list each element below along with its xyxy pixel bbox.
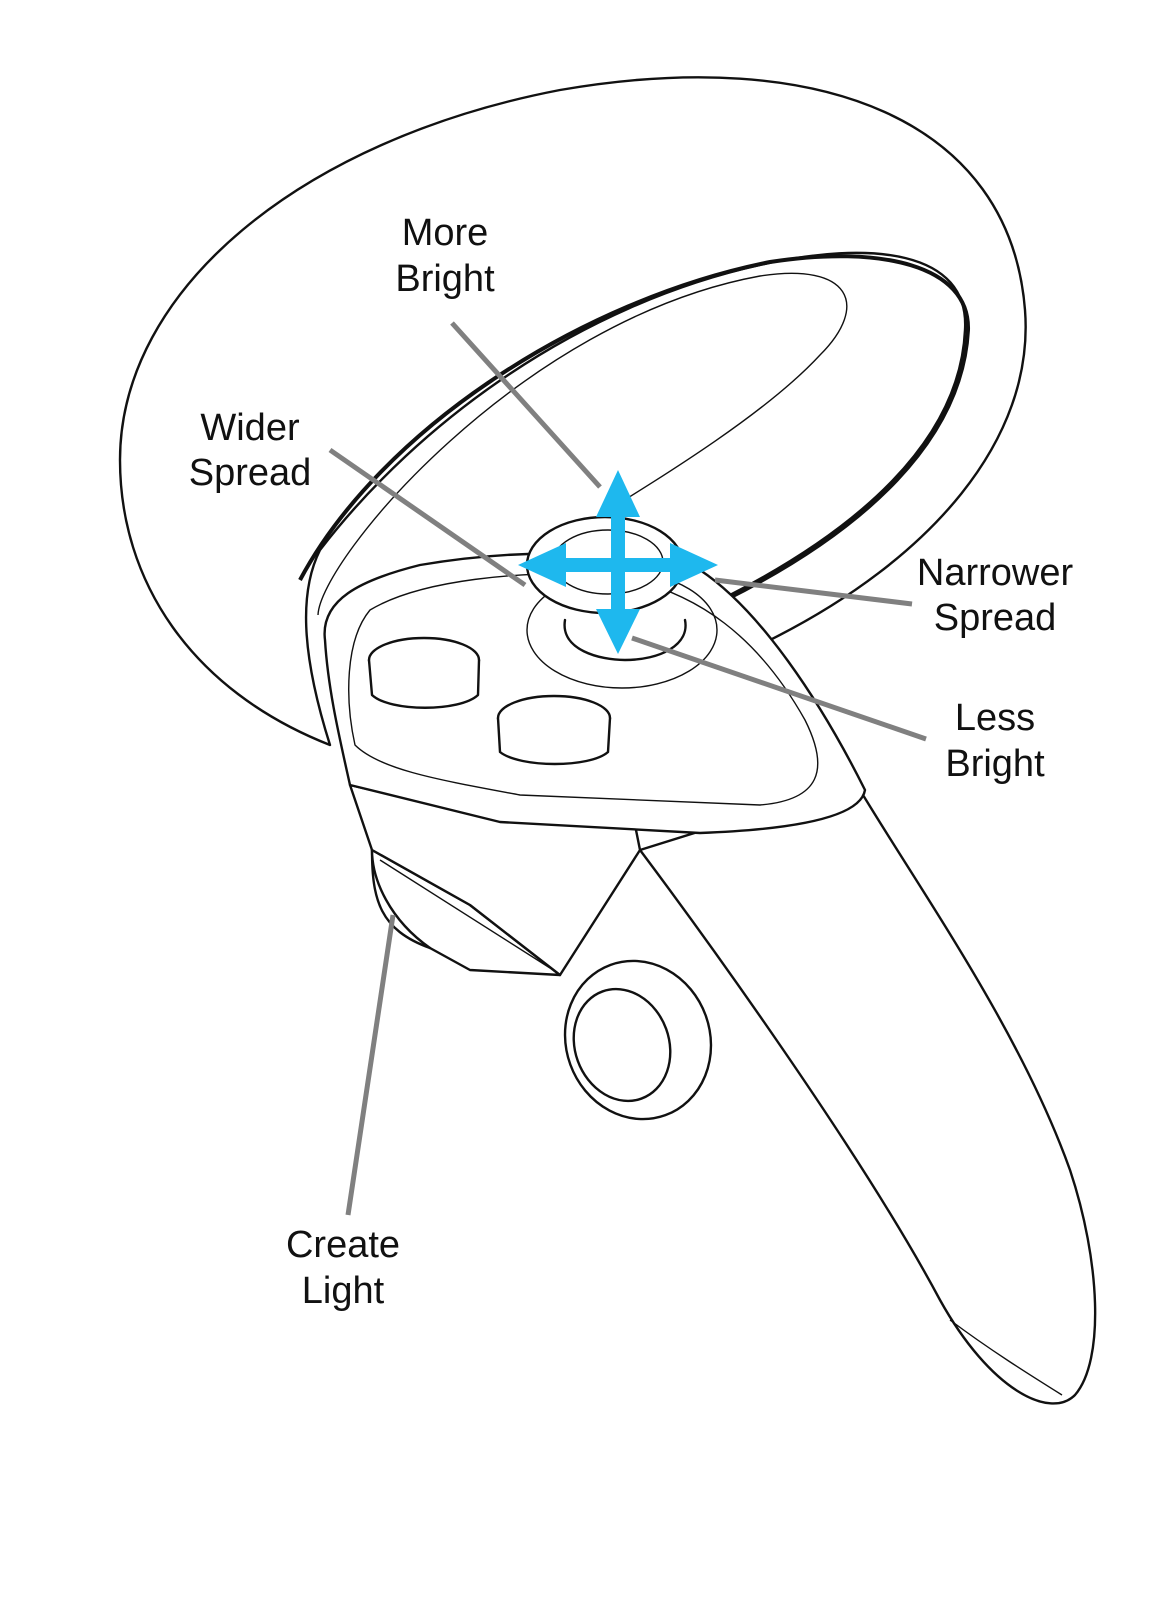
label-less-bright-line2: Bright	[945, 743, 1045, 785]
label-narrower-spread-line1: Narrower	[917, 552, 1074, 594]
label-wider-spread: Wider Spread	[189, 407, 312, 494]
leader-wider-spread	[328, 447, 527, 588]
label-more-bright: More Bright	[395, 212, 495, 300]
label-create-light-line1: Create	[286, 1224, 400, 1266]
label-narrower-spread: Narrower Spread	[917, 552, 1074, 639]
index-trigger	[563, 959, 713, 1121]
four-way-arrow-icon	[518, 470, 718, 654]
leader-lines	[328, 321, 927, 1216]
leader-less-bright	[631, 635, 927, 742]
leader-more-bright	[450, 321, 602, 489]
controller-grip	[638, 784, 1097, 1405]
leader-narrower-spread	[714, 577, 913, 607]
label-less-bright: Less Bright	[945, 697, 1045, 785]
label-more-bright-line2: Bright	[395, 258, 495, 300]
label-wider-spread-line1: Wider	[200, 407, 300, 449]
tracking-ring	[118, 76, 1027, 747]
label-more-bright-line1: More	[402, 212, 489, 254]
face-plate	[323, 552, 867, 835]
label-wider-spread-line2: Spread	[189, 452, 312, 494]
label-narrower-spread-line2: Spread	[934, 597, 1057, 639]
leader-create-light	[345, 914, 396, 1216]
label-less-bright-line1: Less	[955, 697, 1035, 739]
label-create-light: Create Light	[286, 1224, 400, 1312]
label-create-light-line2: Light	[302, 1270, 385, 1312]
